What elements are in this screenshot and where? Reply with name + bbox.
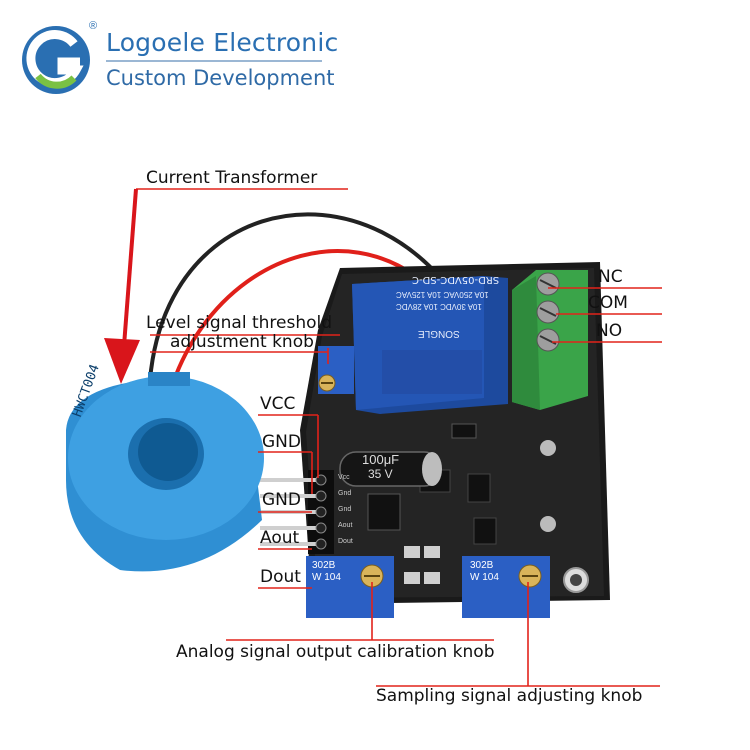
- brand-tagline: Custom Development: [106, 66, 335, 90]
- silkscreen-aout: Aout: [338, 522, 353, 529]
- label-level-threshold-2: adjustment knob: [170, 332, 314, 352]
- label-sampling-knob: Sampling signal adjusting knob: [376, 686, 643, 706]
- label-gnd-1: GND: [262, 432, 301, 452]
- pot-code-left-2: W 104: [312, 572, 341, 583]
- label-level-threshold-1: Level signal threshold: [146, 313, 333, 333]
- label-vcc: VCC: [260, 394, 296, 414]
- mount-hole: [540, 516, 556, 532]
- label-dout: Dout: [260, 567, 301, 587]
- screw-terminal-block: [512, 270, 588, 410]
- relay-rating-1: 10A 250VAC 10A 125VAC: [396, 290, 489, 299]
- capacitor-voltage: 35 V: [368, 467, 393, 481]
- label-current-transformer: Current Transformer: [146, 168, 318, 188]
- mount-hole: [540, 440, 556, 456]
- pot-code-left: 302B: [312, 560, 336, 571]
- label-analog-knob: Analog signal output calibration knob: [176, 642, 495, 662]
- brand-name: Logoele Electronic: [106, 28, 339, 57]
- label-nc: NC: [598, 267, 623, 287]
- electrolytic-capacitor: [339, 451, 442, 487]
- relay-model: SRD-05VDC-SD-C: [412, 274, 500, 285]
- silkscreen-vcc: Vcc: [338, 474, 350, 481]
- relay: [352, 276, 508, 414]
- callout-lines: [136, 188, 662, 687]
- label-gnd-2: GND: [262, 490, 301, 510]
- arrow-to-transformer: [104, 188, 140, 384]
- sampling-potentiometer: [462, 556, 550, 618]
- registered-mark: ®: [89, 20, 98, 32]
- label-no: NO: [596, 321, 623, 341]
- silkscreen-gnd-2: Gnd: [338, 506, 352, 513]
- analog-calibration-potentiometer: [306, 556, 394, 618]
- pot-code-right-2: W 104: [470, 572, 499, 583]
- relay-brand: SONGLE: [418, 328, 460, 339]
- silkscreen-dout: Dout: [338, 538, 353, 545]
- label-com: COM: [588, 293, 628, 313]
- label-aout: Aout: [260, 528, 300, 548]
- threshold-potentiometer: [318, 346, 354, 394]
- relay-rating-2: 10A 30VDC 10A 28VDC: [396, 302, 482, 311]
- capacitor-value: 100μF: [362, 452, 400, 467]
- silkscreen-gnd-1: Gnd: [338, 490, 352, 497]
- brand-logo-icon: [22, 26, 90, 94]
- brand-divider: [106, 60, 322, 62]
- current-transformer: [66, 372, 264, 572]
- ic-chip: [367, 493, 401, 531]
- pot-code-right: 302B: [470, 560, 494, 571]
